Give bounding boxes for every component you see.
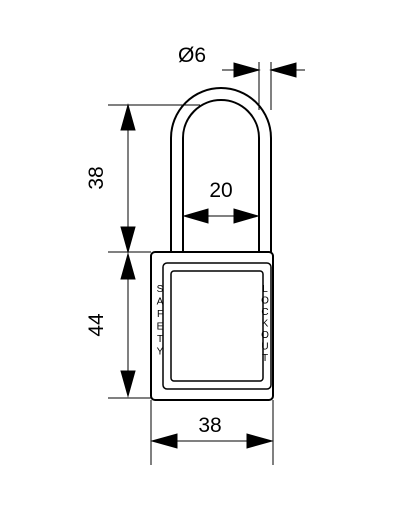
engraving-lockout-letter: C: [261, 307, 268, 318]
body-outline: [150, 251, 274, 401]
label-panel-outer: [162, 262, 272, 390]
arrow-body-width-right: [246, 433, 274, 449]
arrow-body-width-left: [150, 433, 178, 449]
engraving-lockout-letter: U: [261, 342, 268, 353]
engraving-safety-letter: Y: [157, 347, 164, 358]
engraving-lockout-letter: O: [261, 296, 269, 307]
shackle-inner-outline: [182, 99, 260, 252]
arrow-body-height-top: [120, 252, 136, 280]
engraving-lockout-letter: T: [262, 353, 268, 364]
arrow-diameter-left: [233, 62, 261, 78]
dim-label-diameter: Ø6: [178, 44, 206, 67]
dim-label-shackle-height: 38: [85, 166, 108, 189]
arrow-shackle-height-bottom: [120, 226, 136, 254]
arrow-body-height-bottom: [120, 370, 136, 398]
extension-lines: [108, 62, 274, 465]
shackle-outer-outline: [170, 87, 272, 252]
arrow-diameter-right: [269, 62, 297, 78]
dim-label-inner-width: 20: [209, 179, 232, 202]
engraving-safety-letter: T: [157, 334, 163, 345]
engraving-safety-letter: F: [157, 309, 163, 320]
dimension-lines: [120, 62, 305, 449]
engraving-safety-letter: S: [157, 284, 164, 295]
arrow-inner-width-right: [233, 208, 260, 224]
padlock-body: [150, 251, 274, 401]
arrow-inner-width-left: [182, 208, 209, 224]
engraving-safety-letter: E: [157, 322, 164, 333]
dim-label-body-height: 44: [85, 313, 108, 337]
dim-label-body-width: 38: [198, 414, 221, 437]
label-panel-inner: [170, 270, 264, 382]
engraving-lockout-letter: L: [262, 284, 268, 295]
arrow-shackle-height-top: [120, 103, 136, 131]
engraving-lockout-letter: O: [261, 330, 269, 341]
engraving-lockout-letter: K: [262, 319, 269, 330]
padlock-shackle: [170, 87, 272, 252]
engraving-safety-letter: A: [157, 297, 164, 308]
